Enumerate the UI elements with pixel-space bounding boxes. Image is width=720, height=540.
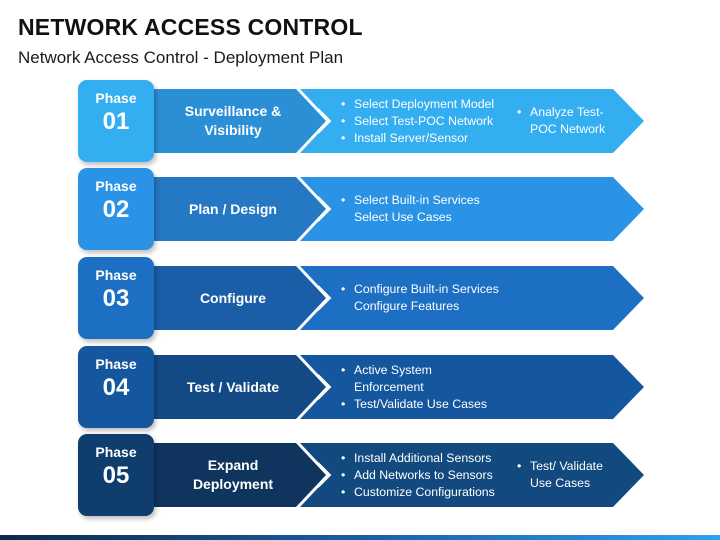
phase-number: 05 bbox=[102, 462, 130, 489]
phase-label: Phase bbox=[95, 267, 137, 283]
phase-number: 03 bbox=[102, 285, 130, 312]
task-item: Analyze Test- bbox=[516, 104, 616, 121]
task-item: Select Use Cases bbox=[354, 210, 452, 224]
phase-title-line: Test / Validate bbox=[186, 378, 280, 395]
task-item: Customize Configurations bbox=[340, 484, 518, 501]
chevron-right-icon bbox=[317, 374, 332, 400]
phase-label: Phase bbox=[95, 444, 137, 460]
phase-label: Phase bbox=[95, 90, 137, 106]
phase-row: Phase 04 Test / Validate Active SystemEnfor… bbox=[78, 346, 648, 428]
phase-label: Phase bbox=[95, 356, 137, 372]
phase-title: Configure bbox=[168, 257, 298, 339]
task-item: Install Additional Sensors bbox=[340, 450, 518, 467]
task-item: Install Server/Sensor bbox=[340, 130, 518, 147]
slide-subtitle: Network Access Control - Deployment Plan bbox=[18, 48, 344, 67]
task-item: Select Test-POC Network bbox=[340, 113, 518, 130]
phase-title-line: Configure bbox=[199, 289, 267, 306]
phase-task-list: Active SystemEnforcementTest/Validate Us… bbox=[340, 346, 518, 428]
phase-name-band bbox=[138, 89, 326, 153]
phase-badge: Phase 01 bbox=[78, 80, 154, 162]
slide-title: NETWORK ACCESS CONTROL bbox=[18, 14, 363, 40]
bottom-accent-bar bbox=[0, 535, 720, 540]
chevron-right-icon bbox=[317, 462, 332, 488]
task-item: Test/ Validate bbox=[516, 458, 616, 475]
task-item: Select Built-in Services bbox=[340, 192, 518, 209]
phase-number: 02 bbox=[102, 196, 130, 223]
task-item: Enforcement bbox=[354, 379, 424, 394]
task-item: Active System bbox=[340, 362, 518, 379]
phase-task-list: Install Additional SensorsAdd Networks t… bbox=[340, 434, 518, 516]
phase-title: Test / Validate bbox=[168, 346, 298, 428]
task-item: Select Deployment Model bbox=[340, 96, 518, 113]
phase-badge: Phase 05 bbox=[78, 434, 154, 516]
phase-badge: Phase 04 bbox=[78, 346, 154, 428]
phase-row: Phase 03 Configure Configure Built-in Servi… bbox=[78, 257, 648, 339]
phase-name-band bbox=[138, 443, 326, 507]
chevron-right-icon bbox=[317, 285, 332, 311]
task-item: Use Cases bbox=[530, 476, 591, 490]
phase-title-line: Plan / Design bbox=[189, 200, 277, 217]
phase-task-list: Select Deployment ModelSelect Test-POC N… bbox=[340, 80, 518, 162]
phase-number: 04 bbox=[102, 374, 130, 401]
phase-name-band bbox=[138, 266, 326, 330]
phase-title: Surveillance & Visibility bbox=[168, 80, 298, 162]
phase-title-line: Deployment bbox=[192, 476, 274, 492]
phase-number: 01 bbox=[102, 108, 130, 135]
phase-task-list: Analyze Test-POC Network bbox=[516, 80, 616, 162]
task-item: Add Networks to Sensors bbox=[340, 467, 518, 484]
chevron-right-icon bbox=[317, 108, 332, 134]
phase-title: Plan / Design bbox=[168, 168, 298, 250]
phase-title-line: Expand bbox=[207, 457, 259, 473]
phase-badge: Phase 02 bbox=[78, 168, 154, 250]
phase-name-band bbox=[138, 177, 326, 241]
chevron-right-icon bbox=[317, 196, 332, 222]
task-item: POC Network bbox=[530, 122, 606, 136]
task-item: Configure Features bbox=[354, 299, 460, 313]
task-item: Configure Built-in Services bbox=[340, 281, 518, 298]
phase-title-line: Surveillance & bbox=[184, 103, 282, 119]
task-item: Test/Validate Use Cases bbox=[340, 396, 518, 413]
phase-badge: Phase 03 bbox=[78, 257, 154, 339]
phase-label: Phase bbox=[95, 178, 137, 194]
phase-title-line: Visibility bbox=[204, 122, 262, 138]
phase-name-band bbox=[138, 355, 326, 419]
phase-row: Phase 02 Plan / Design Select Built-in Serv… bbox=[78, 168, 648, 250]
phase-row: Phase 01 Surveillance & Visibility Select De… bbox=[78, 80, 648, 162]
